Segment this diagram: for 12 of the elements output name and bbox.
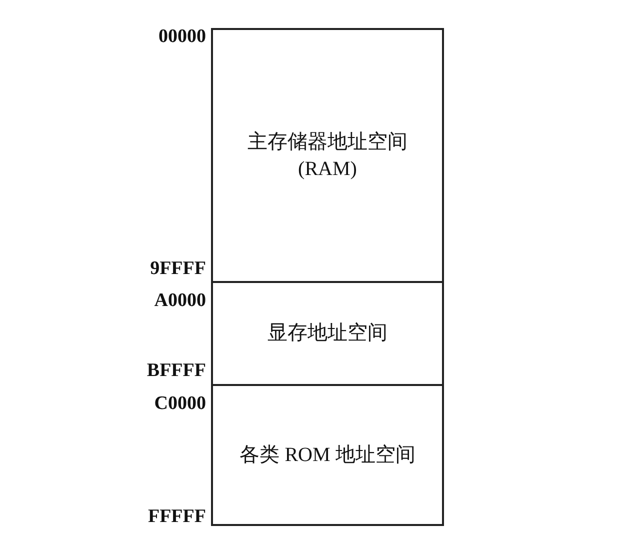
memory-region-box	[211, 384, 444, 526]
address-label: C0000	[153, 393, 206, 415]
address-label: 00000	[158, 26, 206, 48]
memory-region-box	[211, 281, 444, 386]
address-label: 9FFFF	[149, 258, 206, 280]
address-label: FFFFF	[146, 506, 206, 528]
region-label: 显存地址空间	[268, 321, 388, 346]
address-label: BFFFF	[146, 360, 206, 382]
memory-region-box	[211, 28, 444, 283]
address-label: A0000	[153, 290, 206, 312]
region-label: 主存储器地址空间 (RAM)	[246, 130, 408, 182]
region-label: 各类 ROM 地址空间	[240, 442, 416, 468]
